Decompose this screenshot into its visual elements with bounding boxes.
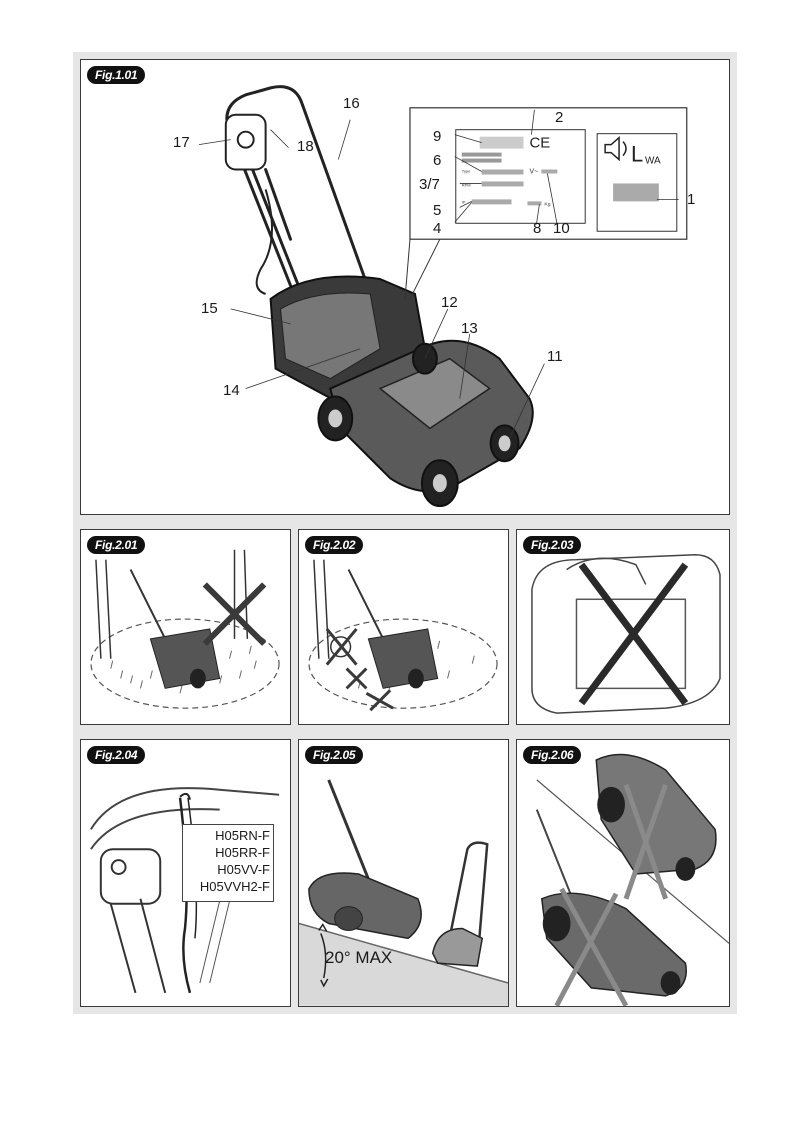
plate-voltage-label: V~ xyxy=(529,169,538,176)
lwa-subscript: WA xyxy=(645,156,661,167)
figure-2-02-panel: Fig.2.02 xyxy=(298,529,509,725)
cable-type-item: H05RN-F xyxy=(186,827,270,844)
callout-17: 17 xyxy=(173,134,190,151)
bystanders-warning-illustration xyxy=(81,530,290,724)
figure-2-01-panel: Fig.2.01 xyxy=(80,529,291,725)
callout-1: 1 xyxy=(687,191,695,208)
callout-15: 15 xyxy=(201,300,218,317)
plate-type-label: Type xyxy=(462,169,471,174)
callout-13: 13 xyxy=(461,320,478,337)
callout-16: 16 xyxy=(343,95,360,112)
figure-1-01-tag: Fig.1.01 xyxy=(87,66,145,84)
ce-mark: CE xyxy=(529,135,550,152)
cable-type-item: H05VV-F xyxy=(186,861,270,878)
cable-type-item: H05RR-F xyxy=(186,844,270,861)
figure-2-02-tag: Fig.2.02 xyxy=(305,536,363,554)
figure-2-01-tag: Fig.2.01 xyxy=(87,536,145,554)
figure-1-01-panel: CE L WA Type RPM IP V~ Kg Fig.1.01 1 2 3… xyxy=(80,59,730,515)
mowing-direction-on-slope-illustration xyxy=(517,740,729,1006)
manual-figure-sheet: CE L WA Type RPM IP V~ Kg Fig.1.01 1 2 3… xyxy=(73,52,737,1014)
slope-max-label: 20° MAX xyxy=(325,948,392,968)
figure-2-04-tag: Fig.2.04 xyxy=(87,746,145,764)
lawnmower-overview-illustration: CE L WA Type RPM IP V~ Kg xyxy=(81,60,729,514)
lwa-symbol: L xyxy=(631,142,643,167)
figure-2-04-panel: Fig.2.04 H05RN-F H05RR-F H05VV-F H05VVH2… xyxy=(80,739,291,1007)
plate-kg-label: Kg xyxy=(544,201,550,207)
debris-warning-illustration xyxy=(299,530,508,724)
callout-11: 11 xyxy=(547,348,563,365)
callout-5: 5 xyxy=(433,202,441,219)
figure-2-03-tag: Fig.2.03 xyxy=(523,536,581,554)
callout-6: 6 xyxy=(433,152,441,169)
cable-type-list: H05RN-F H05RR-F H05VV-F H05VVH2-F xyxy=(182,824,274,902)
callout-2: 2 xyxy=(555,109,563,126)
callout-14: 14 xyxy=(223,382,240,399)
figure-2-03-panel: Fig.2.03 xyxy=(516,529,730,725)
figure-2-05-tag: Fig.2.05 xyxy=(305,746,363,764)
callout-12: 12 xyxy=(441,294,458,311)
callout-4: 4 xyxy=(433,220,441,237)
callout-9: 9 xyxy=(433,128,441,145)
callout-18: 18 xyxy=(297,138,314,155)
figure-2-06-panel: Fig.2.06 xyxy=(516,739,730,1007)
hands-near-chute-warning-illustration xyxy=(517,530,729,724)
cable-type-item: H05VVH2-F xyxy=(186,878,270,895)
callout-10: 10 xyxy=(553,220,570,237)
plate-ip-label: IP xyxy=(462,199,466,204)
callout-3-7: 3/7 xyxy=(419,176,440,193)
callout-8: 8 xyxy=(533,220,541,237)
figure-2-05-panel: Fig.2.05 20° MAX xyxy=(298,739,509,1007)
figure-2-06-tag: Fig.2.06 xyxy=(523,746,581,764)
